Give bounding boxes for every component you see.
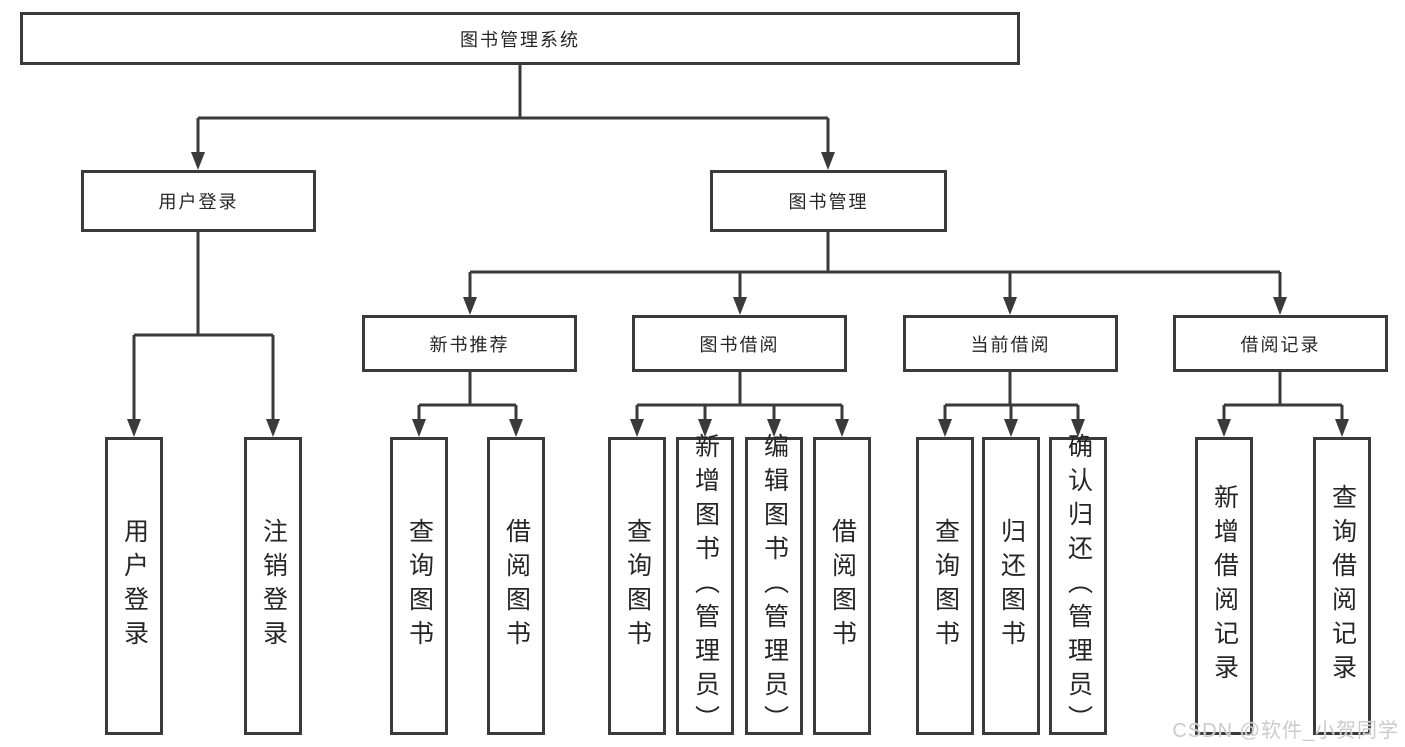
leaf-current-query-label: 查询图书 — [931, 518, 960, 654]
node-borrow-records-label: 借阅记录 — [1240, 334, 1321, 355]
leaf-current-query: 查询图书 — [916, 437, 974, 735]
leaf-borrow-edit: 编辑图书（管理员） — [745, 433, 803, 739]
leaf-record-query: 查询借阅记录 — [1313, 437, 1371, 735]
leaf-logout: 注销登录 — [244, 437, 302, 735]
leaf-current-confirm: 确认归还（管理员） — [1049, 433, 1107, 739]
leaf-borrow-borrow: 借阅图书 — [813, 437, 871, 735]
leaf-record-add: 新增借阅记录 — [1195, 437, 1253, 735]
watermark: CSDN @软件_小贺同学 — [1172, 720, 1399, 742]
leaf-newbook-query-label: 查询图书 — [405, 518, 434, 654]
node-book-borrow: 图书借阅 — [632, 315, 847, 372]
leaf-record-add-label: 新增借阅记录 — [1210, 484, 1239, 688]
leaf-borrow-query: 查询图书 — [608, 437, 666, 735]
connector-book-mgmt-to-level3 — [463, 232, 1287, 315]
connector-book-borrow-to-leaves — [630, 372, 849, 437]
connector-borrow-records-to-leaves — [1217, 372, 1349, 437]
leaf-borrow-borrow-label: 借阅图书 — [828, 518, 857, 654]
connector-new-book-to-leaves — [412, 372, 523, 437]
leaf-current-return: 归还图书 — [982, 437, 1040, 735]
node-book-borrow-label: 图书借阅 — [699, 334, 780, 355]
node-root-label: 图书管理系统 — [460, 29, 580, 50]
connector-root-to-level2 — [191, 65, 835, 170]
leaf-borrow-add: 新增图书（管理员） — [676, 433, 734, 739]
leaf-logout-label: 注销登录 — [259, 518, 288, 654]
node-current-borrow: 当前借阅 — [903, 315, 1118, 372]
leaf-newbook-query: 查询图书 — [390, 437, 448, 735]
connector-current-borrow-to-leaves — [938, 372, 1085, 437]
leaf-borrow-add-label: 新增图书（管理员） — [691, 433, 720, 739]
leaf-borrow-edit-label: 编辑图书（管理员） — [760, 433, 789, 739]
node-root: 图书管理系统 — [20, 12, 1020, 65]
leaf-record-query-label: 查询借阅记录 — [1328, 484, 1357, 688]
node-new-book: 新书推荐 — [362, 315, 577, 372]
node-user-login: 用户登录 — [81, 170, 316, 232]
leaf-user-login-label: 用户登录 — [120, 518, 149, 654]
leaf-user-login: 用户登录 — [105, 437, 163, 735]
node-book-mgmt-label: 图书管理 — [788, 192, 869, 212]
node-new-book-label: 新书推荐 — [429, 334, 510, 355]
node-current-borrow-label: 当前借阅 — [970, 334, 1051, 355]
leaf-borrow-query-label: 查询图书 — [623, 518, 652, 654]
leaf-current-confirm-label: 确认归还（管理员） — [1064, 433, 1093, 739]
node-borrow-records: 借阅记录 — [1173, 315, 1388, 372]
node-user-login-label: 用户登录 — [158, 192, 239, 212]
leaf-current-return-label: 归还图书 — [997, 518, 1026, 654]
leaf-newbook-borrow: 借阅图书 — [487, 437, 545, 735]
leaf-newbook-borrow-label: 借阅图书 — [502, 518, 531, 654]
node-book-mgmt: 图书管理 — [710, 170, 947, 232]
connector-user-login-to-leaves — [127, 232, 280, 437]
